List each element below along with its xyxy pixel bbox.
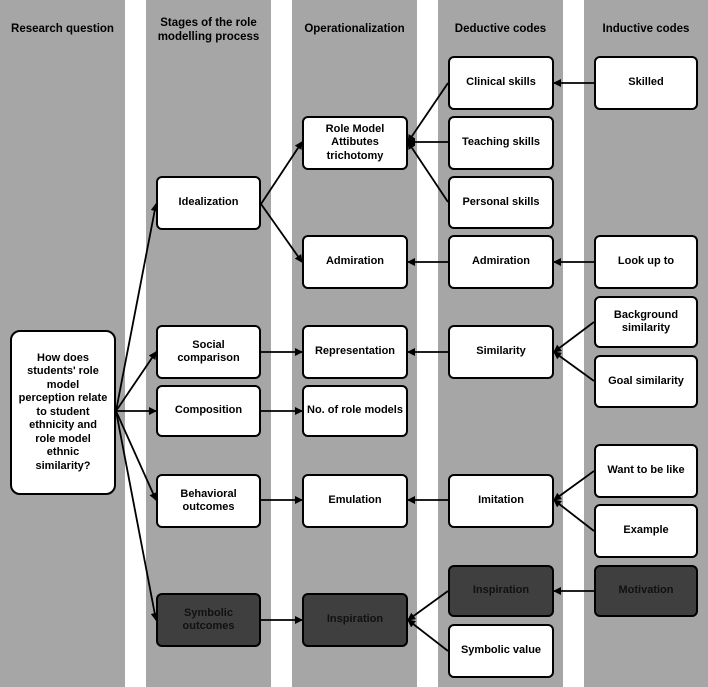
deductive-similarity: Similarity (448, 325, 554, 379)
inductive-goal-similarity: Goal similarity (594, 355, 698, 408)
deductive-symbolic-value: Symbolic value (448, 624, 554, 678)
deductive-inspiration: Inspiration (448, 565, 554, 617)
inductive-background-similarity: Background similarity (594, 296, 698, 348)
op-admiration: Admiration (302, 235, 408, 289)
op-representation: Representation (302, 325, 408, 379)
header-research-question: Research question (11, 23, 114, 35)
header-operationalization: Operationalization (304, 23, 405, 35)
deductive-personal-skills: Personal skills (448, 176, 554, 229)
deductive-admiration: Admiration (448, 235, 554, 289)
op-inspiration: Inspiration (302, 593, 408, 647)
stage-symbolic-outcomes: Symbolic outcomes (156, 593, 261, 647)
op-number-of-role-models: No. of role models (302, 385, 408, 437)
inductive-skilled: Skilled (594, 56, 698, 110)
inductive-want-to-be-like: Want to be like (594, 444, 698, 498)
stage-social-comparison: Social comparison (156, 325, 261, 379)
op-emulation: Emulation (302, 474, 408, 528)
header-stages: Stages of the role modelling process (157, 17, 260, 43)
research-question-box: How does students' role model perception… (10, 330, 116, 495)
inductive-example: Example (594, 504, 698, 558)
inductive-look-up-to: Look up to (594, 235, 698, 289)
deductive-clinical-skills: Clinical skills (448, 56, 554, 110)
header-deductive: Deductive codes (454, 23, 547, 35)
stage-idealization: Idealization (156, 176, 261, 230)
stage-behavioral-outcomes: Behavioral outcomes (156, 474, 261, 528)
deductive-teaching-skills: Teaching skills (448, 116, 554, 170)
stage-composition: Composition (156, 385, 261, 437)
deductive-imitation: Imitation (448, 474, 554, 528)
op-role-model-attributes: Role Model Attibutes trichotomy (302, 116, 408, 170)
header-inductive: Inductive codes (602, 23, 690, 35)
inductive-motivation: Motivation (594, 565, 698, 617)
